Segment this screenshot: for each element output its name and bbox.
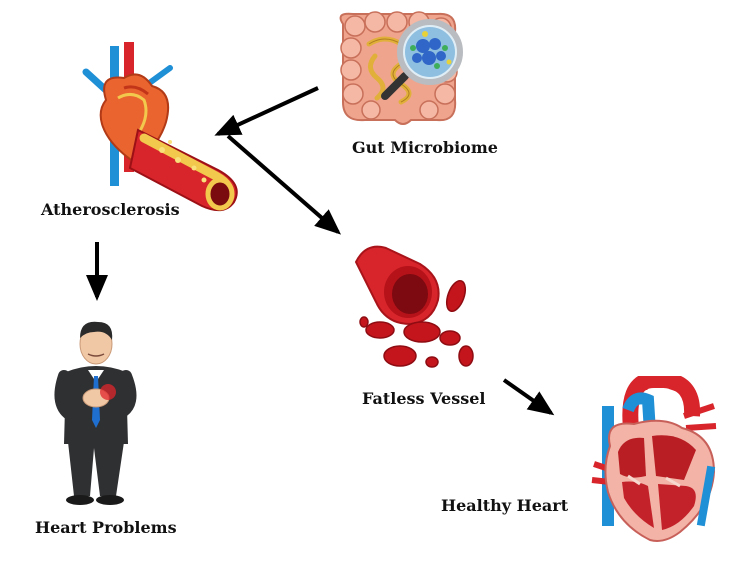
arrow-fatless-vessel-to-healthy-heart [502,378,555,416]
arrow-gut-microbiome-to-atherosclerosis [214,86,319,136]
label-fatless-vessel: Fatless Vessel [362,389,486,408]
arrow-gut-microbiome-to-fatless-vessel [226,134,342,235]
label-healthy-heart: Healthy Heart [441,496,569,515]
label-gut-microbiome: Gut Microbiome [352,138,498,157]
gut-microbiome-icon [339,11,463,125]
heart-cross-section-icon [591,376,717,542]
artery-plaque-heart-icon [82,42,238,212]
label-atherosclerosis: Atherosclerosis [41,200,180,219]
label-heart-problems: Heart Problems [35,518,177,537]
clear-vessel-blood-cells-icon [354,245,474,368]
man-chest-pain-icon [54,321,137,505]
